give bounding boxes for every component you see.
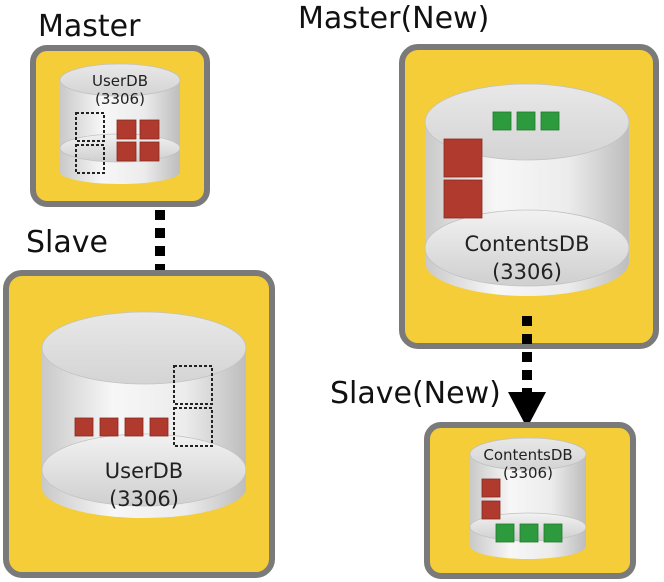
slave-data-blocks <box>74 417 169 437</box>
slave-new-red-blocks <box>481 478 501 520</box>
master-new-title: Master(New) <box>298 1 489 36</box>
master-title: Master <box>38 9 141 44</box>
slave-new-db-port: (3306) <box>503 464 553 482</box>
master-new-db-port: (3306) <box>492 260 562 284</box>
slave-title: Slave <box>26 225 108 260</box>
master-db-name: UserDB <box>92 72 148 90</box>
replication-arrow-right <box>508 316 546 428</box>
slave-empty-slots <box>173 365 213 447</box>
slave-new-green-blocks <box>495 523 563 543</box>
slave-new-title: Slave(New) <box>330 376 501 411</box>
master-new-green-blocks <box>492 111 560 131</box>
slave-new-panel: ContentsDB (3306) <box>424 422 636 579</box>
slave-db-name: UserDB <box>105 459 183 483</box>
master-new-red-blocks <box>443 138 483 219</box>
master-new-db-name: ContentsDB <box>464 232 589 256</box>
slave-new-db-name: ContentsDB <box>483 446 572 464</box>
master-empty-slots <box>75 112 105 174</box>
master-new-panel: ContentsDB (3306) <box>399 44 659 349</box>
master-db-port: (3306) <box>95 90 145 108</box>
master-data-blocks <box>116 119 160 162</box>
slave-db-port: (3306) <box>109 487 179 511</box>
master-panel: UserDB (3306) <box>30 45 210 207</box>
slave-panel: UserDB (3306) <box>3 270 275 578</box>
